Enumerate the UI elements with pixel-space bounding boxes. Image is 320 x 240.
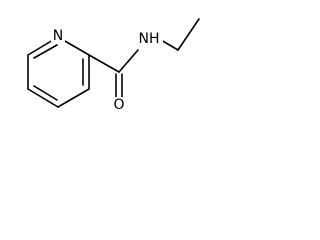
structure-diagram: N NH O	[27, 18, 200, 113]
bond-c2-carbonyl	[88, 54, 120, 73]
carbonyl-oxygen-label: O	[113, 97, 124, 113]
ring-bond-c4-c5	[27, 88, 59, 108]
bond-ch2-ch3	[177, 18, 200, 51]
amide-nitrogen-label-bg	[135, 31, 163, 47]
ring-double-bond-n-c6	[33, 44, 58, 59]
ring-nitrogen-label: N	[53, 28, 63, 44]
ring-nitrogen-label-bg	[51, 28, 65, 44]
amide-nitrogen-label: NH	[139, 31, 160, 47]
ring-bond-c3-c4	[57, 88, 90, 108]
ring-double-bond-c4-c5	[33, 85, 58, 101]
molecule-canvas: N NH O	[0, 0, 206, 115]
amide-chain	[88, 18, 200, 99]
bond-nh-ch2	[160, 39, 179, 51]
atom-labels: N NH O	[51, 28, 163, 113]
bond-carbonyl-nh	[118, 49, 139, 73]
pyridine-ring	[27, 36, 90, 108]
carbonyl-oxygen-label-bg	[112, 97, 126, 113]
